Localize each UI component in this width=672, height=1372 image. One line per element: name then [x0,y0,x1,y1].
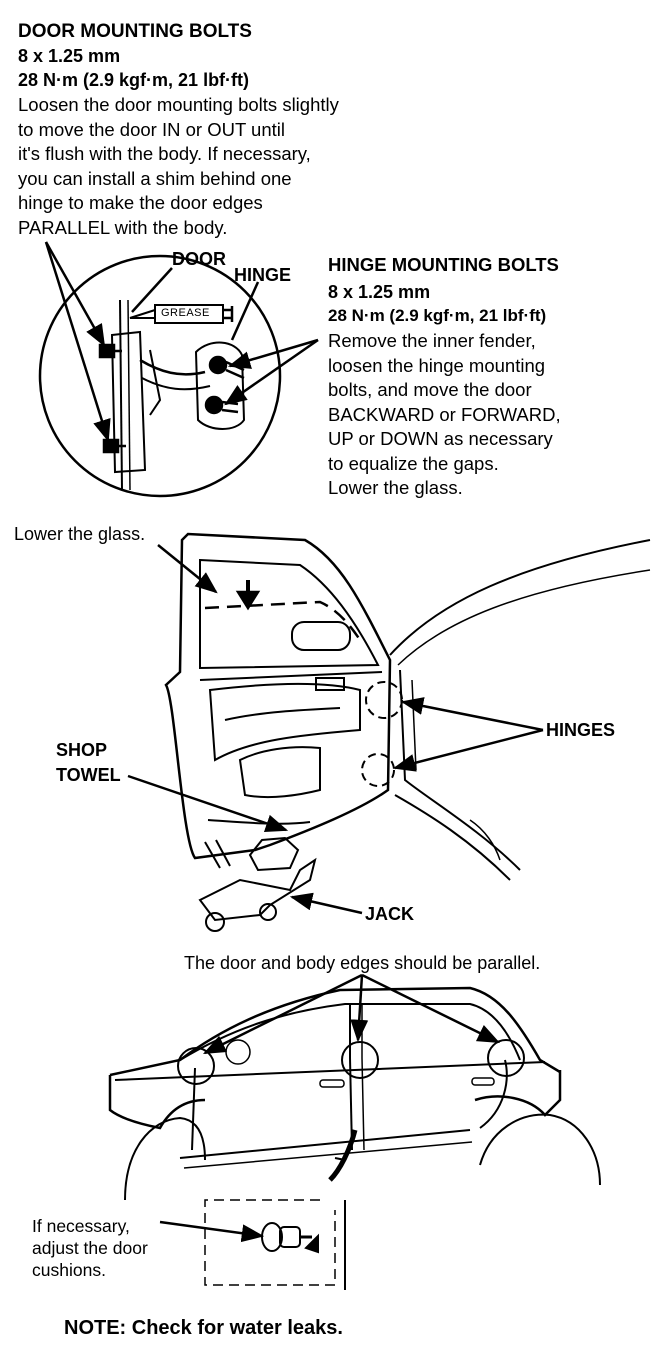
door-frame [164,532,392,860]
instruction-line: it's flush with the body. If necessary, [18,143,311,164]
lower-glass-label: Lower the glass. [14,524,146,544]
hinges-label: HINGES [546,720,616,740]
instruction-line: Lower the glass. [328,477,463,498]
cushion-note-line: If necessary, [32,1216,130,1236]
door-adjustment-illustration [164,532,651,932]
hinge-detail-illustration [38,254,282,498]
door-view-leader-lines [127,544,544,915]
hinge-bolt-upper [208,355,245,380]
door-label: DOOR [172,249,226,269]
instruction-line: UP or DOWN as necessary [328,428,553,449]
parallel-edges-caption: The door and body edges should be parall… [184,953,541,973]
car-view-leader-lines [159,973,501,1243]
door-bolts-title: DOOR MOUNTING BOLTS [18,21,252,42]
door-bolt-upper [98,343,122,359]
instruction-line: PARALLEL with the body. [18,216,228,238]
instruction-line: you can install a shim behind one [18,167,292,189]
instruction-line: Loosen the door mounting bolts slightly [18,94,339,115]
instruction-line: hinge to make the door edges [18,192,263,213]
instruction-line: to equalize the gaps. [328,452,499,474]
door-cushion [261,1222,319,1254]
hinge-label: HINGE [234,265,292,285]
floor-jack [198,836,317,932]
door-bolts-instructions: Loosen the door mounting bolts slightly … [18,93,339,240]
door-bolts-size: 8 x 1.25 mm [18,46,121,66]
shop-towel-label-line1: SHOP [56,740,108,760]
instruction-line: BACKWARD or FORWARD, [328,403,561,425]
cushion-note-line: cushions. [32,1260,106,1280]
shop-towel-label-line2: TOWEL [56,765,121,785]
hinge-bolts-instructions: Remove the inner fender, loosen the hing… [328,329,561,501]
lowered-glass-line [204,600,362,641]
instruction-line: Remove the inner fender, [328,330,536,351]
car-side-illustration [108,986,601,1290]
instruction-line: loosen the hinge mounting [328,354,546,376]
detail-circle [38,254,282,498]
instruction-line: bolts, and move the door [328,379,532,400]
hinge-bolts-title: HINGE MOUNTING BOLTS [328,254,559,275]
hinge-bolts-size: 8 x 1.25 mm [328,282,431,302]
grease-label: GREASE [161,307,210,319]
hinge-bolts-torque: 28 N·m (2.9 kgf·m, 21 lbf·ft) [328,306,547,325]
instruction-line: to move the door IN or OUT until [18,118,285,140]
cushion-note: If necessary, adjust the door cushions. [32,1215,148,1281]
grease-tube [129,304,234,324]
water-leak-note: NOTE: Check for water leaks. [64,1317,343,1339]
jack-label: JACK [365,904,415,924]
door-bolts-torque: 28 N·m (2.9 kgf·m, 21 lbf·ft) [18,70,250,90]
door-bolt-lower [102,438,126,454]
cushion-note-line: adjust the door [32,1238,148,1258]
detail-leader-lines [44,241,319,443]
